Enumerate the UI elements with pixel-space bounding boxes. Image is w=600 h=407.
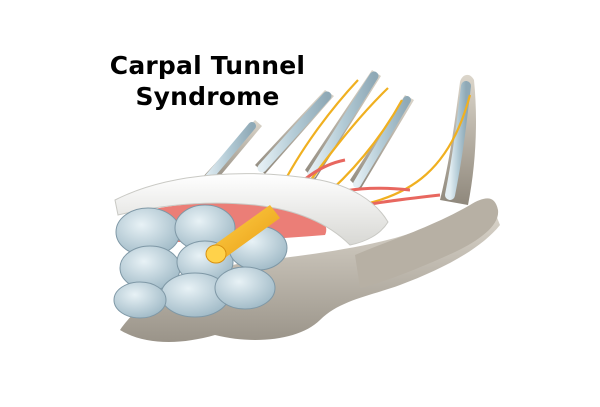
- finger-little: [350, 95, 414, 190]
- metacarpal-bones: [355, 198, 499, 288]
- finger-middle: [255, 90, 334, 174]
- finger-ring: [305, 70, 381, 180]
- title-line-2: Syndrome: [135, 82, 280, 111]
- finger-index: [200, 120, 262, 188]
- thumb: [440, 74, 476, 206]
- transverse-carpal-ligament: [114, 173, 389, 246]
- page-title: Carpal Tunnel Syndrome: [100, 50, 315, 112]
- title-line-1: Carpal Tunnel: [109, 51, 306, 80]
- median-nerve: [205, 205, 280, 264]
